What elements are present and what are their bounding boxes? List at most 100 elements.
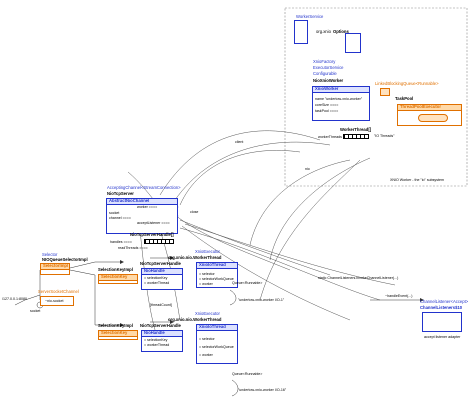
channel-listener-label: ChannelListener<Accept> [420,299,469,304]
wt2-field-2: = worker [199,353,213,357]
selection-key-1-title: SelectionKey [101,274,128,279]
queue-runnable-2-label: Queue<Runnable> [232,372,263,376]
handles-array [144,239,174,244]
selector-label: Selector [42,252,58,257]
tpe-inner [418,114,448,122]
xnio-io-thread-1-box: XnioIoThread = selector = selectorWorkQu… [196,262,238,288]
worker-service-box [294,20,308,44]
core-size-field: coreSize ==== [315,103,339,107]
xnio-factory-label: XnioFactory [313,59,336,64]
handle-event-label: ~handleEvent(...) [385,294,413,298]
server-socket-channel-box: ~nio-socket [40,296,74,306]
h2-field-0: = selectionKey [144,338,168,342]
task-pool-label: TaskPool [395,96,414,101]
accepting-channel-label: AcceptingChannel<StreamConnection> [107,185,181,190]
socket-field: socket [109,211,120,215]
arrow-key1 [120,260,124,264]
socket-node-label: socket [30,309,41,313]
worker-threads-field: workerThreads ==== [318,135,352,139]
worker-field: worker ==== [137,205,158,209]
nio-label: nio [305,167,310,171]
link-selector-key1 [69,261,120,269]
task-pool-field: taskPool ==== [315,109,339,113]
xnio-worker-box: XnioWorker name "undertow-xnio-worker" c… [312,86,370,121]
org-xnio-nio-2-label: org.xnio.nio.WorkerThread [168,317,222,322]
address-label: /127.0.0.1:8080 [2,297,27,301]
nio-xnio-worker-label: NioXnioWorker [313,78,344,83]
nio-handle-2-title: NioHandle [144,330,165,335]
arrow-key2 [120,323,124,327]
io-subsystem-region [284,7,468,187]
executor-service-label: ExecutorService [313,65,344,70]
selector-impl-title: SelectorImpl [43,263,69,268]
server-socket-channel-label: ServerSocketChannel [38,289,79,294]
nio-tcp-server-label: NioTcpServer [107,191,134,196]
link-address [14,294,41,306]
lbq-box [380,88,390,96]
nio-handle-1-box: NioHandle = selectionKey = workerThread [141,268,183,290]
handles-field: handles ==== [110,240,132,244]
wt1-field-0: = selector [199,272,215,276]
channel-listener-box [422,312,462,332]
thread16-loop [231,379,239,397]
channel-listeners-10-label: ChannelListeners$10 [420,305,463,310]
xnio-worker-title: XnioWorker [315,86,339,91]
xnio-executor-2-label: XnioExecutor [195,311,220,316]
selection-key-impl-1-label: SelectionKeyImpl [98,267,133,272]
read-threads-field: readThreads ==== [118,246,148,250]
xnio-executor-1-label: XnioExecutor [195,249,220,254]
xnio-io-thread-2-box: XnioIoThread = selector = selectorWorkQu… [196,324,238,364]
arrow-listener [420,298,424,302]
accept-listener-field: acceptListener ==== [137,221,170,225]
nio-handle-2-box: NioHandle = selectionKey = workerThread [141,330,183,352]
channel-field: channel ==== [109,216,131,220]
wt2-field-0: = selector [199,337,215,341]
xnio-io-thread-1-title: XnioIoThread [199,262,226,267]
link-selector-key2 [69,269,120,326]
xnio-io-thread-2-title: XnioIoThread [199,324,226,329]
thread-name-2-label: "undertow-xnio-worker I/O-16" [238,388,287,392]
linked-blocking-queue-label: LinkedBlockingQueue<Runnable> [375,81,439,86]
worker-thread-arr-label: WorkerThread[] [340,127,372,132]
wt1-field-2: = worker [199,282,213,286]
pkg-xnio-label: org.xnio [316,29,331,34]
wt2-field-1: = selectorWorkQueue [199,345,234,349]
selection-key-1-box: SelectionKey [98,274,138,284]
arrow-handle2 [170,320,174,324]
nio-tcp-server-handle-2-label: NioTcpServerHandle [140,323,181,328]
thread-count-label: [threadCount] [150,303,172,307]
nio-socket-field: ~nio-socket [45,299,64,303]
nio-tcp-server-handle-1-label: NioTcpServerHandle [140,261,181,266]
thread-pool-executor-box: ThreadPoolExecutor [397,104,462,126]
close-label: close [190,210,199,214]
invoke-listener-note: static ChannelListeners.invokeChannelLis… [318,276,399,280]
wt1-field-1: = selectorWorkQueue [199,277,234,281]
reference-curves [127,130,396,346]
io-subsystem-caption: XNIO Worker - the "io" subsystem [390,178,445,182]
client-label: client [235,140,244,144]
queue-runnable-1-label: Queue<Runnable> [232,281,263,285]
h1-field-1: = workerThread [144,281,170,285]
options-label: Options [333,29,349,34]
arrow-handle1 [170,256,174,260]
selector-impl-box: SelectorImpl [40,263,70,275]
worker-service-label: WorkerService [296,14,324,19]
thread-pool-executor-title: ThreadPoolExecutor [400,104,441,109]
accept-adapter-label: accept listener adapter [424,335,461,339]
nio-queue-selector-label: NIOQueueSelectorImpl [42,257,88,262]
selection-key-2-title: SelectionKey [101,330,128,335]
abstract-nio-channel-box: AbstractNioChannel worker ==== socket ch… [106,198,178,234]
h1-field-0: = selectionKey [144,276,168,280]
io-threads-label: "IO Threads" [374,134,395,138]
name-field: name "undertow-xnio-worker" [315,97,363,101]
nio-handle-1-title: NioHandle [144,268,165,273]
org-xnio-nio-1-label: org.xnio.nio.WorkerThread [168,255,222,260]
worker-threads-array [343,134,369,139]
selection-key-2-box: SelectionKey [98,330,138,340]
configurable-label: Configurable [313,71,337,76]
thread-name-1-label: "undertow-xnio-worker I/O-1" [238,298,285,302]
abstract-nio-channel-title: AbstractNioChannel [109,198,150,203]
thread1-loop [229,289,237,306]
selection-key-impl-2-label: SelectionKeyImpl [98,323,133,328]
nio-tcp-server-handle-arr-label: NioTcpServerHandle[] [130,232,174,237]
